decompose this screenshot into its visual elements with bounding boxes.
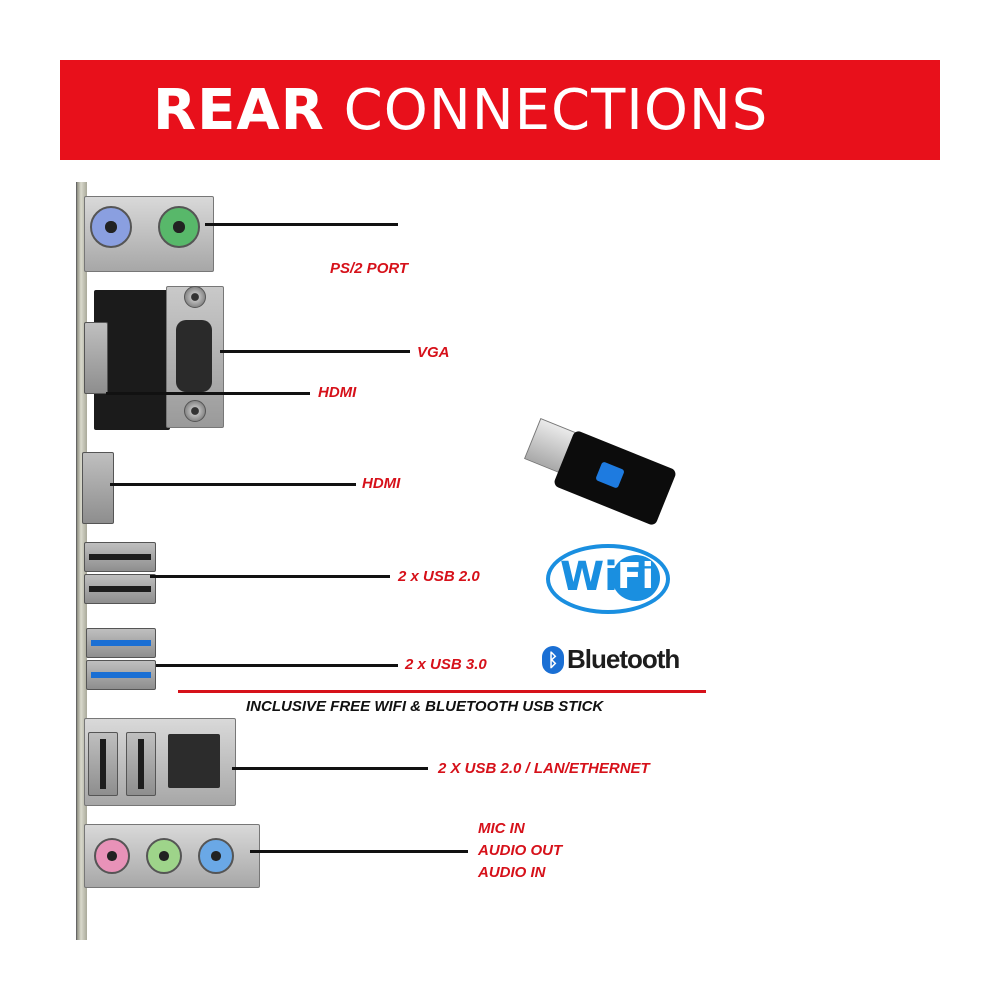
mic-in-label: MIC IN <box>478 820 525 837</box>
vga-screw-top <box>184 286 206 308</box>
usb30-port-lower <box>86 660 156 690</box>
separator-line <box>178 690 706 693</box>
inclusive-stick-label: INCLUSIVE FREE WIFI & BLUETOOTH USB STIC… <box>246 698 604 715</box>
hdmi-2-pointer-line <box>110 483 356 486</box>
ethernet-port <box>168 734 220 788</box>
vga-screw-bottom <box>184 400 206 422</box>
usb30-pointer-line <box>156 664 398 667</box>
mic-in-jack <box>94 838 130 874</box>
io-backplate <box>76 182 87 940</box>
wifi-fi-text: Fi <box>617 556 654 597</box>
hdmi-2-label: HDMI <box>362 475 401 492</box>
vga-connector-slot <box>176 320 212 392</box>
audio-pointer-line <box>250 850 468 853</box>
audio-in-label: AUDIO IN <box>478 864 546 881</box>
audio-out-label: AUDIO OUT <box>478 842 563 859</box>
ps2-keyboard-port <box>90 206 132 248</box>
usb20-port-lower <box>84 574 156 604</box>
wifi-logo-icon: Wi Fi <box>546 544 670 614</box>
title-light: CONNECTIONS <box>343 78 769 143</box>
usb20-pointer-line <box>150 575 390 578</box>
hdmi-port-2 <box>82 452 114 524</box>
usb-lan-pointer-line <box>232 767 428 770</box>
page-title: REAR CONNECTIONS <box>153 78 768 143</box>
audio-out-jack <box>146 838 182 874</box>
vga-pointer-line <box>220 350 410 353</box>
bluetooth-text: Bluetooth <box>567 644 680 674</box>
usb-lan-usb-1 <box>88 732 118 796</box>
usb-lan-label: 2 X USB 2.0 / LAN/ETHERNET <box>438 760 650 777</box>
bluetooth-icon: ᛒ <box>542 646 564 674</box>
ps2-mouse-port <box>158 206 200 248</box>
hdmi-1-label: HDMI <box>318 384 357 401</box>
ps2-pointer-line <box>205 223 398 226</box>
usb30-label: 2 x USB 3.0 <box>405 656 487 673</box>
hdmi-1-pointer-line <box>106 392 310 395</box>
audio-in-jack <box>198 838 234 874</box>
usb-lan-usb-2 <box>126 732 156 796</box>
usb30-port-upper <box>86 628 156 658</box>
hdmi-port-1 <box>84 322 108 394</box>
vga-label: VGA <box>417 344 450 361</box>
title-banner: REAR CONNECTIONS <box>60 60 940 160</box>
usb20-port-upper <box>84 542 156 572</box>
title-bold: REAR <box>153 78 325 143</box>
wifi-wi-text: Wi <box>560 554 618 600</box>
usb20-label: 2 x USB 2.0 <box>398 568 480 585</box>
ps2-label: PS/2 PORT <box>330 260 409 277</box>
